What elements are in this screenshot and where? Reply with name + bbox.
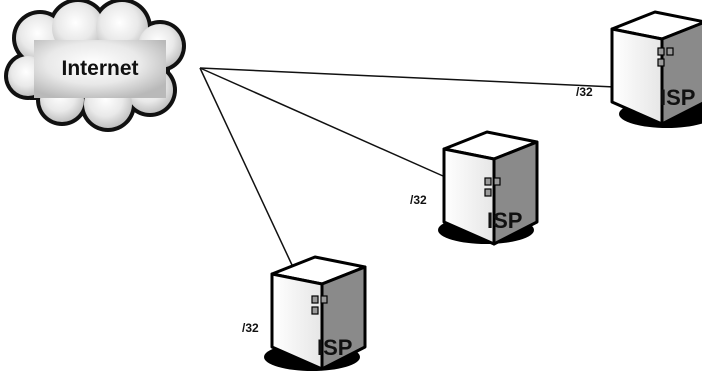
isp-label: ISP <box>317 335 352 360</box>
prefix-label: /32 <box>576 85 593 99</box>
server-icon <box>438 130 539 246</box>
cloud-icon <box>4 0 186 132</box>
isp-node: ISP /32 <box>576 10 702 128</box>
link-isp-top-right <box>199 67 616 88</box>
connection-lines <box>199 67 616 266</box>
link-isp-bottom <box>199 67 293 266</box>
server-icon <box>264 255 367 371</box>
isp-label: ISP <box>487 208 522 233</box>
prefix-label: /32 <box>410 193 427 207</box>
link-isp-middle <box>199 67 453 181</box>
isp-node: ISP /32 <box>242 255 367 371</box>
cloud-label: Internet <box>61 57 138 80</box>
prefix-label: /32 <box>242 321 259 335</box>
internet-cloud: Internet <box>4 0 186 132</box>
isp-label: ISP <box>660 85 695 110</box>
isp-node: ISP /32 <box>410 130 539 246</box>
server-icon <box>610 10 702 128</box>
